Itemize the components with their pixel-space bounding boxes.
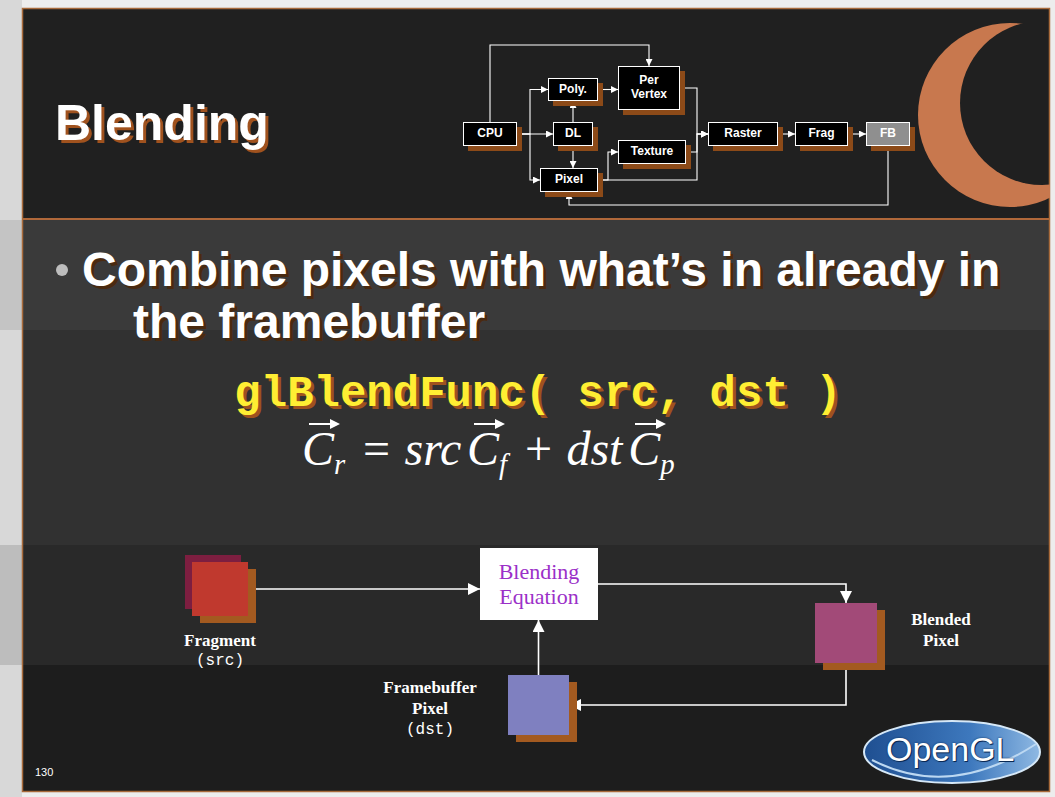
page-margin: [0, 220, 22, 330]
flow-arrow: [538, 620, 540, 675]
equation-symbol: C: [467, 420, 499, 478]
body-band: [22, 665, 1050, 792]
box-label: Raster: [724, 127, 761, 141]
flow-arrow: [598, 152, 618, 180]
page-number: 130: [35, 766, 53, 779]
box-label: CPU: [477, 127, 502, 141]
equation-subscript: f: [499, 447, 507, 482]
code-line: glBlendFunc( src, dst ): [180, 370, 896, 418]
swatch-caption: Blended Pixel: [895, 609, 987, 652]
equation-factor: dst: [566, 420, 622, 478]
box-label: Pixel: [555, 173, 583, 187]
swatch-caption: Fragment: [165, 630, 275, 651]
slide-title: Blending: [55, 98, 269, 148]
equation-subscript: r: [334, 447, 345, 482]
flow-arrow: [569, 663, 846, 705]
flow-arrow: [598, 584, 846, 603]
pipeline-stage: Texture: [618, 140, 686, 164]
logo-swoosh: [864, 721, 1040, 783]
equation-symbol: C: [302, 420, 334, 478]
box-label: Per Vertex: [623, 74, 675, 102]
box-label: Frag: [808, 127, 834, 141]
flow-arrow: [517, 134, 540, 180]
pipeline-stage: Frag: [795, 122, 848, 146]
bullet-dot: [56, 264, 68, 276]
pipeline-stage: CPU: [463, 122, 517, 146]
flow-arrow: [598, 89, 618, 90]
blended-swatch: Blended Pixel: [815, 603, 877, 663]
framebuffer-swatch: Framebuffer Pixel(dst): [508, 675, 569, 735]
swatch-caption: (dst): [366, 720, 494, 741]
flow-arrow: [572, 146, 573, 168]
equation: Cr=srcCf+dstCp: [230, 420, 750, 481]
bullet-text: Combine pixels with what’s in already in…: [82, 244, 1032, 348]
box-label: Poly.: [559, 83, 587, 97]
flow-arrow: [572, 101, 573, 122]
header-band: [22, 8, 1050, 218]
equation-factor: src: [404, 420, 461, 478]
swatch-caption: Framebuffer Pixel: [366, 677, 494, 720]
slide-border: [23, 9, 1050, 792]
swatch-caption: (src): [165, 651, 275, 672]
box-label: Texture: [631, 145, 673, 159]
page-margin: [0, 0, 22, 797]
flow-arrow: [848, 133, 866, 134]
page-margin: [0, 545, 22, 665]
flow-arrow: [680, 88, 708, 134]
box-label: DL: [565, 127, 581, 141]
pipeline-stage: Per Vertex: [618, 66, 680, 110]
flow-arrow: [778, 133, 795, 134]
pipeline-stage: FB: [866, 122, 910, 146]
body-band: [22, 330, 1050, 545]
flow-arrow: [248, 588, 480, 590]
pipeline-stage: DL: [553, 122, 593, 146]
equation-symbol: C: [628, 420, 660, 478]
pipeline-stage: Pixel: [540, 168, 598, 192]
moon-crescent: [918, 23, 1050, 207]
equation-operator: +: [525, 420, 552, 478]
slide-panel: [22, 8, 1050, 792]
box-label: Blending Equation: [486, 559, 592, 610]
fragment-swatch: Fragment(src): [192, 562, 248, 616]
pipeline-stage: Raster: [708, 122, 778, 146]
blending-box: Blending Equation: [480, 548, 598, 620]
equation-operator: =: [363, 420, 390, 478]
flow-arrow: [598, 134, 708, 180]
box-label: FB: [880, 127, 896, 141]
logo-text: OpenGL: [886, 731, 1015, 768]
flow-arrow: [517, 90, 548, 135]
body-band: [22, 545, 1050, 665]
header-rule: [22, 218, 1050, 220]
pipeline-stage: Poly.: [548, 78, 598, 101]
flow-arrow: [569, 146, 888, 205]
equation-subscript: p: [660, 447, 674, 482]
